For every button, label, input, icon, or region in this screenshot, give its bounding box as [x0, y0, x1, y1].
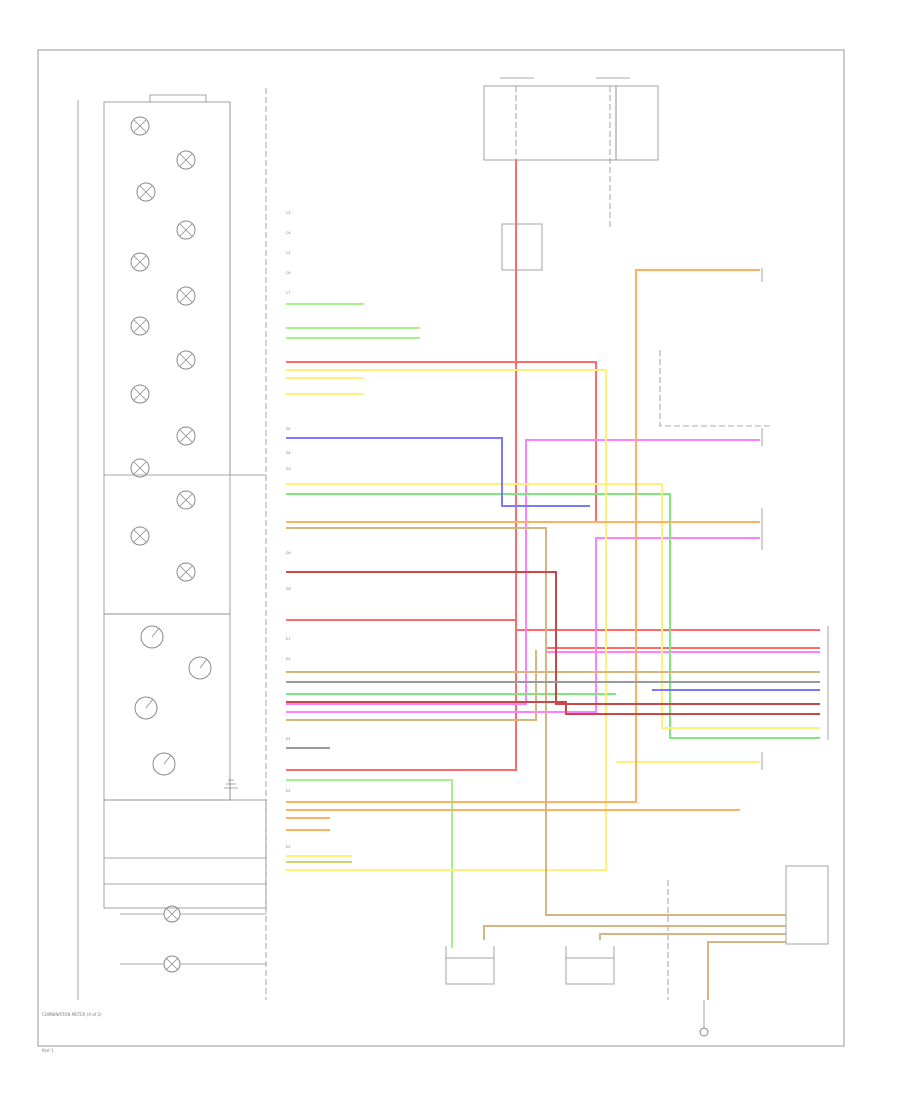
combination-meter [103, 88, 267, 1000]
indicator-bulb [176, 220, 196, 240]
wire-path [286, 571, 820, 705]
wire-path [286, 269, 760, 803]
terminal-label: D5 [286, 587, 291, 591]
indicator-bulb [163, 905, 181, 923]
terminal-label: C5 [286, 251, 291, 255]
wire-group [286, 160, 820, 1000]
terminal-label: D1 [286, 427, 291, 431]
indicator-bulb [163, 955, 181, 973]
wire-path [483, 925, 786, 940]
terminal-label: C7 [286, 291, 291, 295]
wire-path [286, 620, 517, 771]
wire-path [286, 377, 364, 395]
terminal-label: C3 [286, 211, 291, 215]
indicator-bulb [176, 350, 196, 370]
indicator-bulb [130, 116, 150, 136]
indicator-bulb [176, 150, 196, 170]
terminal-label: C4 [286, 231, 291, 235]
right-components [659, 268, 829, 1000]
terminal-label: E1 [286, 637, 290, 641]
wire-path [286, 650, 537, 721]
terminal-label: D2 [286, 451, 291, 455]
wire-path [286, 537, 760, 713]
fuel-gauge [134, 696, 158, 720]
diagram-border [37, 49, 845, 1047]
diagram-footer-label: COMBINATION METER (A of 2) [42, 1012, 102, 1017]
diagram-corner-label: Part 1 [42, 1048, 54, 1053]
terminal-label: E5 [286, 845, 290, 849]
wire-path [286, 701, 820, 715]
wire-path [286, 160, 517, 621]
indicator-bulb [176, 490, 196, 510]
top-relay-boxes [483, 77, 659, 271]
terminal-label: D3 [286, 467, 291, 471]
wire-path [286, 493, 820, 739]
coolant-temp-gauge [152, 752, 176, 776]
wire-path [286, 327, 420, 339]
wire-path [286, 437, 590, 507]
terminal-label: D4 [286, 551, 291, 555]
wire-path [599, 933, 786, 940]
tachometer-gauge [188, 656, 212, 680]
indicator-bulb [130, 316, 150, 336]
terminal-labels: C3 C4 C5 C6 C7 D1 D2 D3 D4 D5 E1 E2 E3 E… [286, 211, 291, 849]
terminal-label: E2 [286, 657, 290, 661]
indicator-bulb [176, 426, 196, 446]
wire-path [286, 527, 786, 916]
terminal-label: E4 [286, 789, 290, 793]
wire-path [286, 369, 607, 871]
wire-path [707, 941, 786, 1000]
bottom-senders [445, 946, 709, 1037]
indicator-bulb [130, 252, 150, 272]
wire-path [286, 483, 820, 729]
indicator-bulb [136, 182, 156, 202]
indicator-bulb [130, 458, 150, 478]
indicator-bulb [176, 562, 196, 582]
indicator-bulb [130, 526, 150, 546]
indicator-bulb [176, 286, 196, 306]
terminal-label: C6 [286, 271, 291, 275]
wire-path [286, 779, 453, 948]
speedometer-gauge [140, 625, 164, 649]
wire-path [286, 361, 760, 523]
terminal-label: E3 [286, 737, 290, 741]
indicator-bulb [130, 384, 150, 404]
